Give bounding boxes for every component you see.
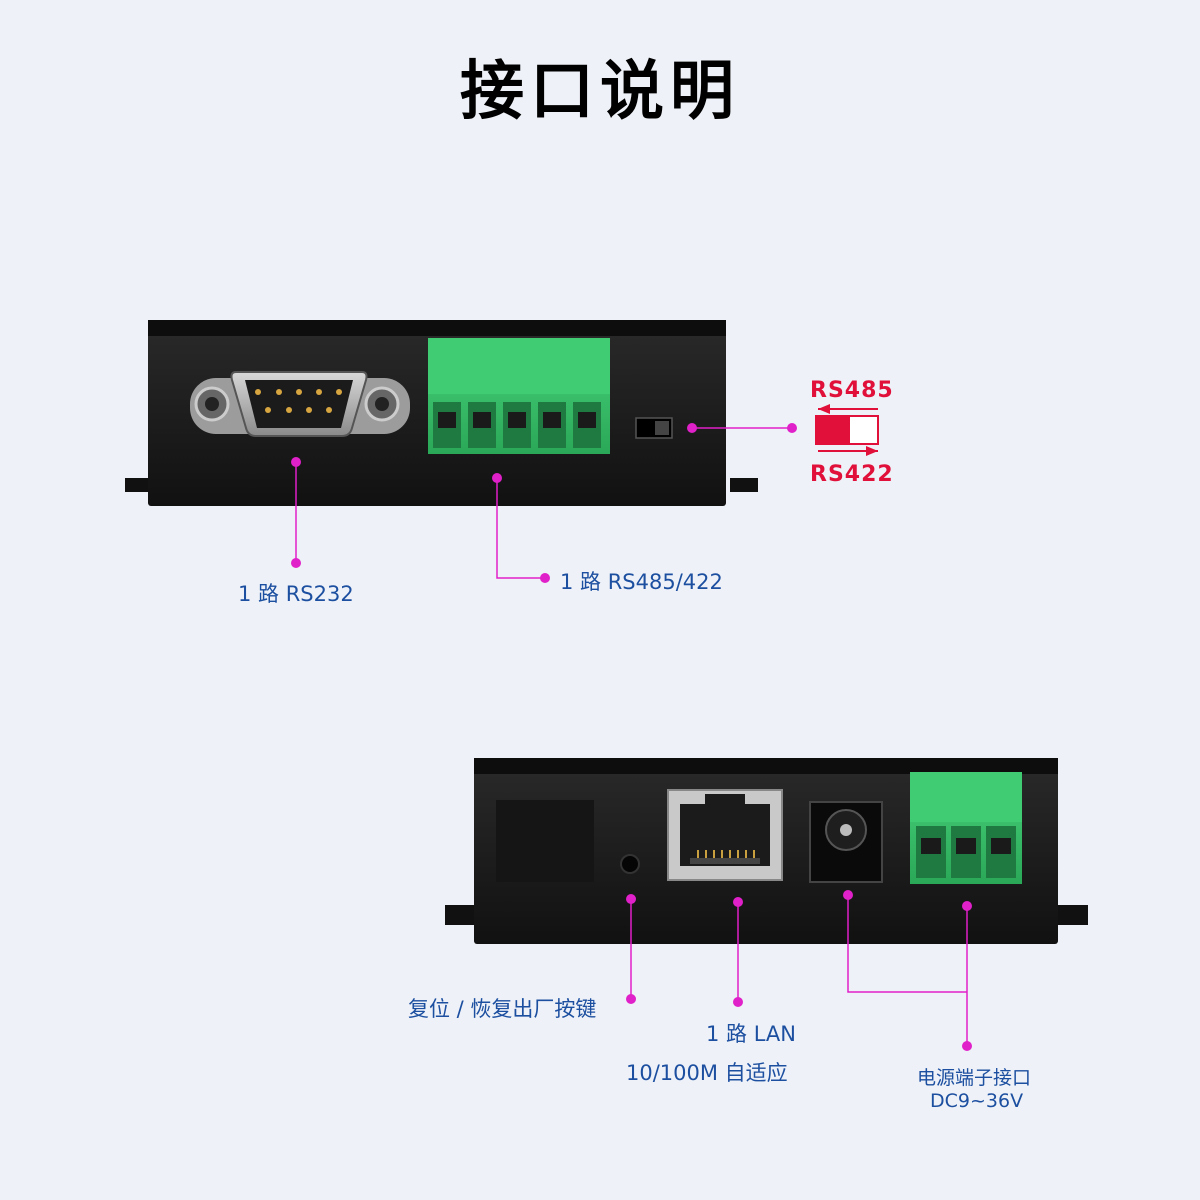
bottom-leader-lines bbox=[630, 895, 968, 1046]
left-mount-ear-2 bbox=[445, 905, 476, 925]
top-leader-lines bbox=[295, 427, 792, 579]
right-mount-ear bbox=[730, 478, 758, 492]
top-device bbox=[125, 320, 758, 506]
top-leader-dots bbox=[291, 423, 797, 583]
lan-speed-label: 10/100M 自适应 bbox=[626, 1061, 788, 1085]
rs485-terminal-block bbox=[428, 338, 610, 454]
switch-rs485-label: RS485 bbox=[810, 378, 894, 403]
reset-button-label: 复位 / 恢复出厂按键 bbox=[408, 997, 597, 1021]
db9-connector bbox=[190, 371, 410, 437]
left-mount-ear bbox=[125, 478, 150, 492]
bottom-leader-dots bbox=[626, 890, 972, 1051]
lan-label: 1 路 LAN bbox=[706, 1022, 796, 1046]
rs232-label: 1 路 RS232 bbox=[238, 582, 354, 606]
rj45-port bbox=[667, 789, 783, 881]
label-area bbox=[496, 800, 594, 882]
power-terminal-label: 电源端子接口 bbox=[917, 1067, 1032, 1089]
rs485-422-label: 1 路 RS485/422 bbox=[560, 570, 723, 594]
power-terminal-block bbox=[910, 772, 1022, 884]
power-voltage-label: DC9~36V bbox=[930, 1090, 1024, 1112]
page-title: 接口说明 bbox=[460, 55, 740, 129]
reset-hole bbox=[620, 854, 640, 874]
right-mount-ear-2 bbox=[1056, 905, 1088, 925]
switch-rs422-label: RS422 bbox=[810, 462, 894, 487]
switch-illustration bbox=[815, 404, 879, 456]
bottom-device bbox=[445, 758, 1088, 944]
dc-power-jack bbox=[809, 801, 883, 883]
